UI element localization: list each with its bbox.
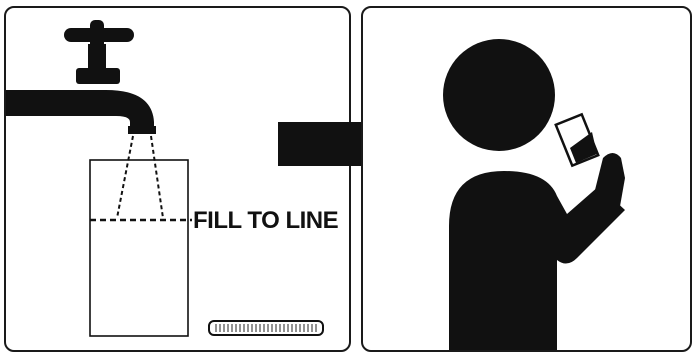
drink-illustration — [363, 8, 692, 352]
fill-cup-illustration — [6, 8, 351, 352]
person-drinking-icon — [443, 39, 625, 352]
cup-icon — [90, 160, 188, 336]
panel-fill-cup: FILL TO LINE — [4, 6, 351, 352]
water-stream — [117, 136, 163, 218]
tablet-icon — [209, 321, 323, 335]
held-cup-icon — [556, 114, 598, 165]
faucet-icon — [6, 20, 156, 134]
fill-to-line-label: FILL TO LINE — [193, 207, 338, 235]
panel-drink — [361, 6, 692, 352]
